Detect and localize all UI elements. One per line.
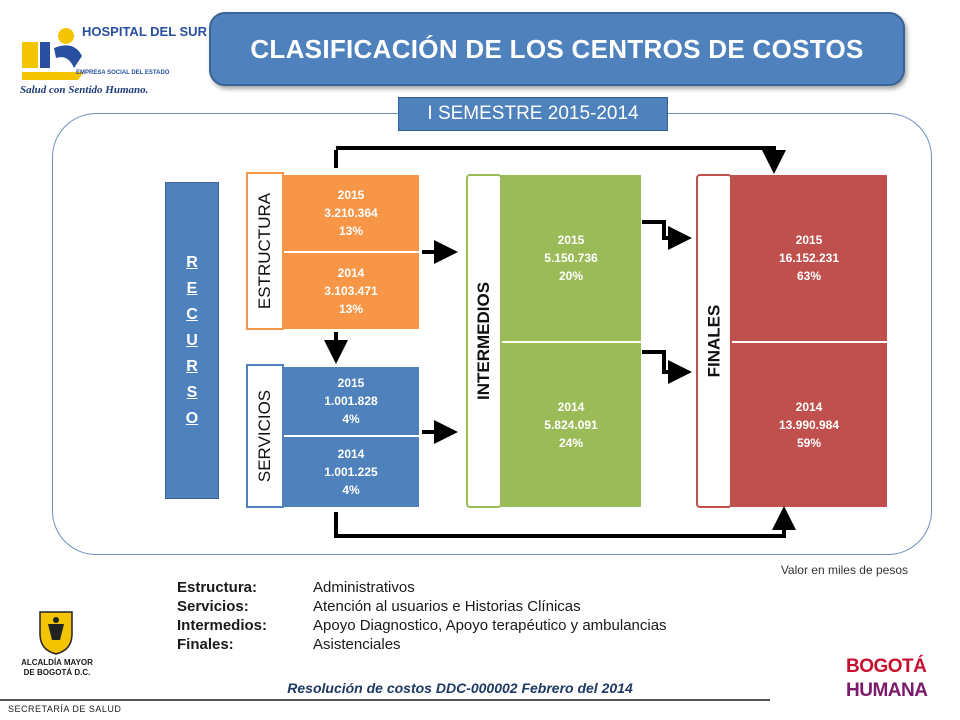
- servicios-2014-value: 1.001.225: [324, 465, 378, 479]
- intermedios-2014-to-finales-arrow: [642, 350, 692, 384]
- resolution-text: Resolución de costos DDC-000002 Febrero …: [287, 680, 633, 696]
- recurso-box: R E C U R S O: [165, 182, 219, 499]
- legend: Estructura: Administrativos Servicios: A…: [177, 578, 667, 654]
- servicios-2015-pct: 4%: [342, 412, 360, 426]
- servicios-2015-year: 2015: [337, 376, 365, 390]
- estructura-2014-year: 2014: [337, 266, 365, 280]
- hospital-logo-mark-icon: [22, 28, 84, 80]
- finales-2015-value: 16.152.231: [778, 251, 840, 265]
- alcaldia-logo: ALCALDÍA MAYOR DE BOGOTÁ D.C.: [12, 608, 102, 688]
- finales-group: 2015 16.152.231 63% 2014 13.990.984 59% …: [696, 172, 888, 508]
- finales-2015-pct: 63%: [796, 269, 822, 283]
- servicios-group: 2015 1.001.828 4% 2014 1.001.225 4% SERV…: [246, 364, 420, 508]
- recurso-letter: U: [186, 331, 198, 349]
- secretaria-label: SECRETARÍA DE SALUD: [8, 704, 122, 714]
- legend-desc: Apoyo Diagnostico, Apoyo terapéutico y a…: [313, 617, 667, 634]
- intermedios-2015-year: 2015: [557, 233, 585, 247]
- bottom-connector-arrow: [334, 506, 796, 538]
- legend-desc: Asistenciales: [313, 636, 401, 653]
- legend-desc: Administrativos: [313, 579, 415, 596]
- legend-row: Finales: Asistenciales: [177, 635, 667, 654]
- intermedios-2015-to-finales-arrow: [642, 220, 692, 250]
- servicios-2014-block: 2014 1.001.225 4%: [282, 436, 420, 508]
- intermedios-2014-value: 5.824.091: [544, 418, 598, 432]
- legend-row: Intermedios: Apoyo Diagnostico, Apoyo te…: [177, 616, 667, 635]
- intermedios-2015-pct: 20%: [558, 269, 584, 283]
- finales-2015-block: 2015 16.152.231 63%: [730, 174, 888, 342]
- finales-2014-block: 2014 13.990.984 59%: [730, 342, 888, 508]
- legend-term: Finales:: [177, 636, 234, 653]
- legend-term: Estructura:: [177, 579, 258, 596]
- estructura-group: 2015 3.210.364 13% 2014 3.103.471 13% ES…: [246, 172, 420, 330]
- recurso-letter: E: [186, 279, 198, 297]
- legend-term: Intermedios:: [177, 617, 268, 634]
- footer-divider: [0, 699, 770, 701]
- recurso-letter: R: [186, 357, 198, 375]
- servicios-2015-value: 1.001.828: [324, 394, 378, 408]
- legend-row: Servicios: Atención al usuarios e Histor…: [177, 597, 667, 616]
- finales-2014-pct: 59%: [796, 436, 822, 450]
- servicios-2014-year: 2014: [337, 447, 365, 461]
- hospital-logo: HOSPITAL DEL SUR EMPRESA SOCIAL DEL ESTA…: [14, 22, 207, 102]
- legend-desc: Atención al usuarios e Historias Clínica…: [313, 598, 581, 615]
- finales-2014-value: 13.990.984: [778, 418, 840, 432]
- recurso-letter: S: [186, 383, 198, 401]
- servicios-label-box: SERVICIOS: [246, 364, 284, 508]
- servicios-2014-pct: 4%: [342, 483, 360, 497]
- finales-label-box: FINALES: [696, 174, 732, 508]
- estructura-2015-block: 2015 3.210.364 13%: [282, 174, 420, 252]
- recurso-letter: C: [186, 305, 198, 323]
- intermedios-2014-year: 2014: [557, 400, 585, 414]
- bogota-humana-logo: BOGOTÁ HUMANA: [846, 656, 936, 714]
- hospital-logo-name: HOSPITAL DEL SUR: [82, 24, 207, 39]
- finales-2015-year: 2015: [795, 233, 823, 247]
- coat-of-arms-icon: [39, 611, 73, 655]
- estructura-2015-pct: 13%: [338, 224, 364, 238]
- intermedios-2015-value: 5.150.736: [544, 251, 598, 265]
- intermedios-group: 2015 5.150.736 20% 2014 5.824.091 24% IN…: [466, 172, 642, 508]
- hospital-logo-slogan: Salud con Sentido Humano.: [20, 84, 149, 96]
- estructura-2015-year: 2015: [337, 188, 365, 202]
- intermedios-2014-block: 2014 5.824.091 24%: [500, 342, 642, 508]
- alcaldia-line1: ALCALDÍA MAYOR: [21, 658, 93, 667]
- currency-note: Valor en miles de pesos: [780, 563, 908, 577]
- alcaldia-line2: DE BOGOTÁ D.C.: [23, 668, 91, 677]
- top-connector-arrow: [334, 146, 786, 174]
- legend-term: Servicios:: [177, 598, 249, 615]
- bogota-logo-line1: BOGOTÁ: [846, 656, 927, 677]
- page-title: CLASIFICACIÓN DE LOS CENTROS DE COSTOS: [209, 12, 905, 86]
- finales-2014-year: 2014: [795, 400, 823, 414]
- bogota-logo-line2: HUMANA: [846, 680, 928, 701]
- intermedios-2015-block: 2015 5.150.736 20%: [500, 174, 642, 342]
- hospital-logo-subtitle: EMPRESA SOCIAL DEL ESTADO: [76, 70, 170, 76]
- estructura-2014-pct: 13%: [338, 302, 364, 316]
- recurso-letter: O: [185, 409, 199, 427]
- semester-label: I SEMESTRE 2015-2014: [398, 97, 668, 131]
- estructura-2014-value: 3.103.471: [324, 284, 378, 298]
- intermedios-2014-pct: 24%: [558, 436, 584, 450]
- recurso-letter: R: [186, 253, 198, 271]
- intermedios-label-box: INTERMEDIOS: [466, 174, 502, 508]
- estructura-label-box: ESTRUCTURA: [246, 172, 284, 330]
- legend-row: Estructura: Administrativos: [177, 578, 667, 597]
- estructura-2014-block: 2014 3.103.471 13%: [282, 252, 420, 330]
- estructura-2015-value: 3.210.364: [324, 206, 378, 220]
